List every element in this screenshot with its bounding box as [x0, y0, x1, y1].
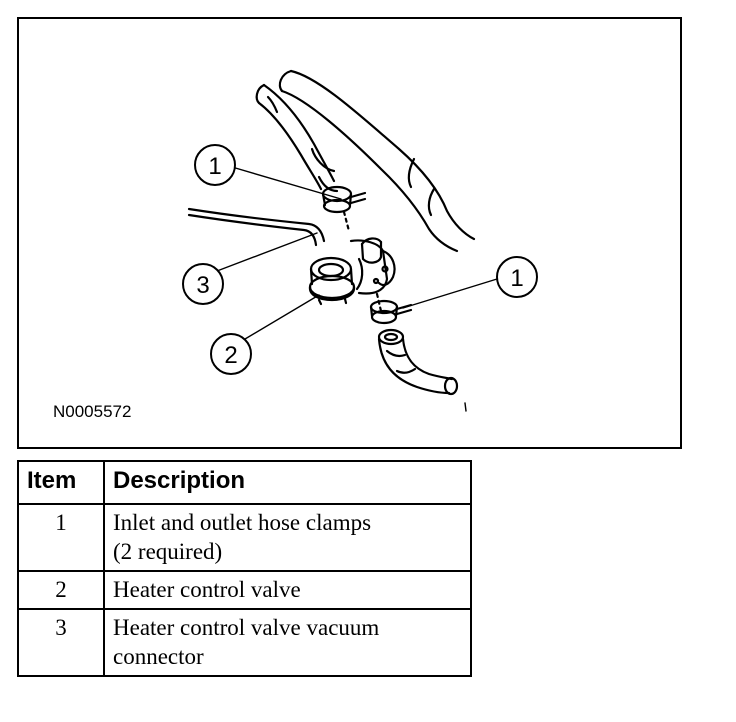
item-description: Heater control valve: [103, 570, 472, 610]
upper-inlet-hose: [255, 83, 339, 193]
lower-outlet-hose: [377, 328, 459, 396]
legend-table: Item Description 1 Inlet and outlet hose…: [17, 460, 472, 677]
illustration-frame: 1 3 2 1 N0005572: [17, 17, 682, 449]
table-row: 2 Heater control valve: [17, 570, 472, 610]
callout-1-lower-label: 1: [510, 265, 523, 292]
upper-hose-clamp: [321, 185, 367, 214]
upper-right-hose: [278, 69, 476, 253]
callout-3-label: 3: [196, 272, 209, 299]
description-line: Heater control valve: [113, 577, 301, 602]
lower-hose-clamp: [369, 299, 413, 325]
table-row: 1 Inlet and outlet hose clamps (2 requir…: [17, 503, 472, 572]
item-number: 2: [17, 570, 105, 610]
heater-valve-drawing: 1 3 2 1: [182, 69, 538, 412]
callout-3: [182, 263, 224, 305]
item-description: Inlet and outlet hose clamps (2 required…: [103, 503, 472, 572]
vacuum-line: [187, 207, 326, 247]
callout-1-upper: [194, 144, 236, 186]
description-line: (2 required): [113, 539, 223, 564]
figure-id: N0005572: [53, 402, 132, 421]
legend-header-row: Item Description: [17, 460, 472, 505]
callout-2-label: 2: [224, 342, 237, 369]
description-line: Inlet and outlet hose clamps: [113, 510, 372, 535]
item-description: Heater control valve vacuum connector: [103, 608, 472, 677]
callout-1-upper-label: 1: [208, 153, 221, 180]
item-number: 3: [17, 608, 105, 677]
description-line: connector: [113, 644, 204, 669]
item-column-header: Item: [17, 460, 105, 505]
item-number: 1: [17, 503, 105, 572]
description-line: Heater control valve vacuum: [113, 615, 380, 640]
callout-1-lower: [496, 256, 538, 298]
table-row: 3 Heater control valve vacuum connector: [17, 608, 472, 677]
callout-2: [210, 333, 252, 375]
heater-valve-body: [308, 237, 396, 306]
description-column-header: Description: [103, 460, 472, 505]
